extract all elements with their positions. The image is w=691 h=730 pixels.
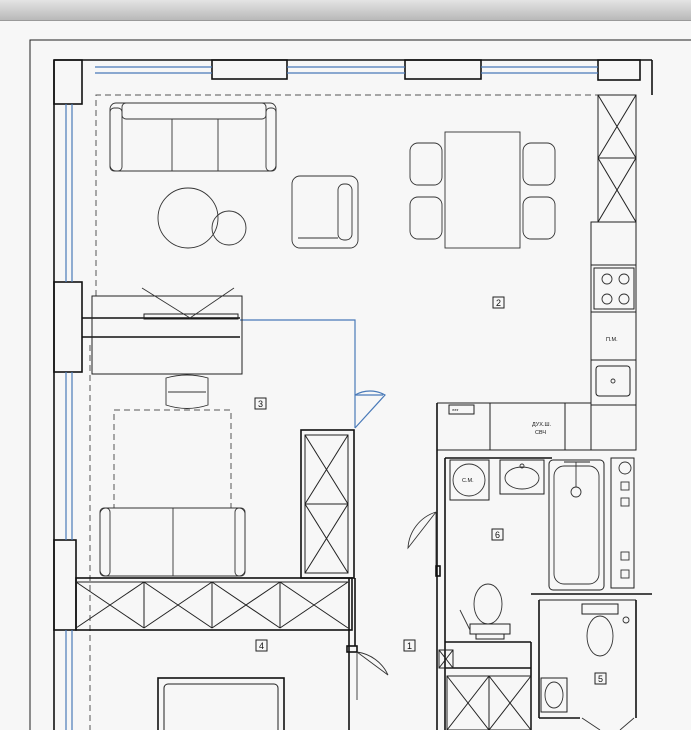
room-label-1: 1 [403,639,416,652]
label-oven-2: СВЧ [535,430,546,436]
floor-plan-canvas[interactable]: П.М. ДУХ.Ш. СВЧ С.М. *** 1 2 3 4 5 6 [0,21,691,730]
svg-text:2: 2 [496,298,501,308]
sofa [109,102,277,172]
bathroom-6-walls [407,457,552,730]
toilet-5 [581,603,630,657]
daybed [99,507,246,577]
svg-text:5: 5 [598,674,603,684]
coffee-tables [157,187,247,249]
wardrobe-study [300,429,355,579]
bedroom-door [346,578,389,730]
label-oven-1: ДУХ.Ш. [532,422,552,428]
sink-5 [540,677,568,713]
room-label-5: 5 [594,672,607,685]
room-labels: 1 2 3 4 5 6 [254,296,607,685]
svg-text:6: 6 [495,530,500,540]
washing-machine [449,459,490,501]
svg-text:3: 3 [258,399,263,409]
heated-towel-rail [610,457,635,589]
dining-table [409,131,556,249]
label-dishwasher: П.М. [606,337,618,343]
wardrobe-top-right [597,94,637,223]
shelving-lower [438,649,532,730]
drawing-frame [29,39,691,730]
ceiling-outline-dashed [89,94,636,730]
bathtub [548,459,605,591]
room-label-6: 6 [491,528,504,541]
desk-chair [165,374,209,409]
armchair [291,175,359,249]
wc-5-walls [531,593,652,730]
partition-wall [75,577,353,631]
label-washing-machine: С.М. [462,478,474,484]
door-jamb [435,565,441,577]
kitchen-counter [590,221,637,451]
window-toolbar [0,0,691,21]
room-label-2: 2 [492,296,505,309]
label-fridge: *** [452,409,459,415]
fixture-labels: П.М. ДУХ.Ш. СВЧ С.М. *** [452,337,618,484]
svg-text:4: 4 [259,641,264,651]
toilet-6 [459,583,511,640]
sink-6 [499,459,545,495]
bed [157,677,285,730]
windows [65,66,598,730]
room-label-4: 4 [255,639,268,652]
svg-text:1: 1 [407,641,412,651]
floor-plan-drawing: П.М. ДУХ.Ш. СВЧ С.М. *** 1 2 3 4 5 6 [29,39,691,730]
desk [91,287,243,375]
room-label-3: 3 [254,397,267,410]
